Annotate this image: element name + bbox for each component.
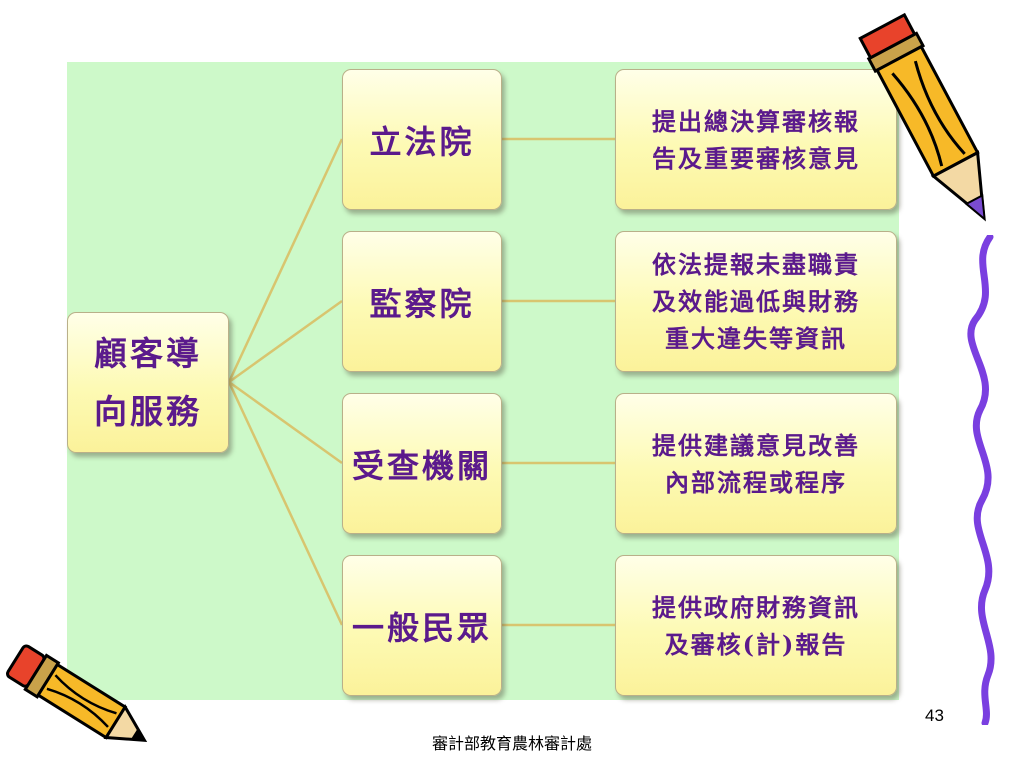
detail-node-4-text: 提供政府財務資訊 及審核(計)報告 xyxy=(652,592,860,659)
branch-node-4-label: 一般民眾 xyxy=(351,608,492,647)
detail-node-3-text: 提供建議意見改善 內部流程或程序 xyxy=(652,430,860,497)
connector-root-to-branch-4 xyxy=(227,381,344,626)
detail-node-4: 提供政府財務資訊 及審核(計)報告 xyxy=(615,555,897,696)
detail-node-1: 提出總決算審核報 告及重要審核意見 xyxy=(615,69,897,210)
branch-node-3-label: 受查機關 xyxy=(351,446,492,485)
footer-text: 審計部教育農林審計處 xyxy=(431,734,592,753)
branch-node-1-label: 立法院 xyxy=(369,122,475,161)
connector-root-to-branch-1 xyxy=(227,138,344,383)
pencil-icon xyxy=(6,644,148,742)
detail-node-3: 提供建議意見改善 內部流程或程序 xyxy=(615,393,897,534)
branch-node-1: 立法院 xyxy=(342,69,502,210)
detail-node-1-text: 提出總決算審核報 告及重要審核意見 xyxy=(652,106,860,173)
detail-node-2-text: 依法提報未盡職責 及效能過低與財務 重大違失等資訊 xyxy=(652,250,860,353)
branch-node-4: 一般民眾 xyxy=(342,555,502,696)
branch-node-2: 監察院 xyxy=(342,231,502,372)
detail-node-2: 依法提報未盡職責 及效能過低與財務 重大違失等資訊 xyxy=(615,231,897,372)
branch-node-3: 受查機關 xyxy=(342,393,502,534)
pencil-icon xyxy=(858,12,986,222)
page-number: 43 xyxy=(925,706,944,725)
root-node-box: 顧客導 向服務 xyxy=(67,312,229,453)
scribble-decoration xyxy=(967,235,995,725)
connector-root-to-branch-2 xyxy=(228,299,343,384)
branch-node-2-label: 監察院 xyxy=(369,284,475,323)
connector-root-to-branch-3 xyxy=(228,380,343,465)
root-node-label: 顧客導 向服務 xyxy=(94,333,202,431)
